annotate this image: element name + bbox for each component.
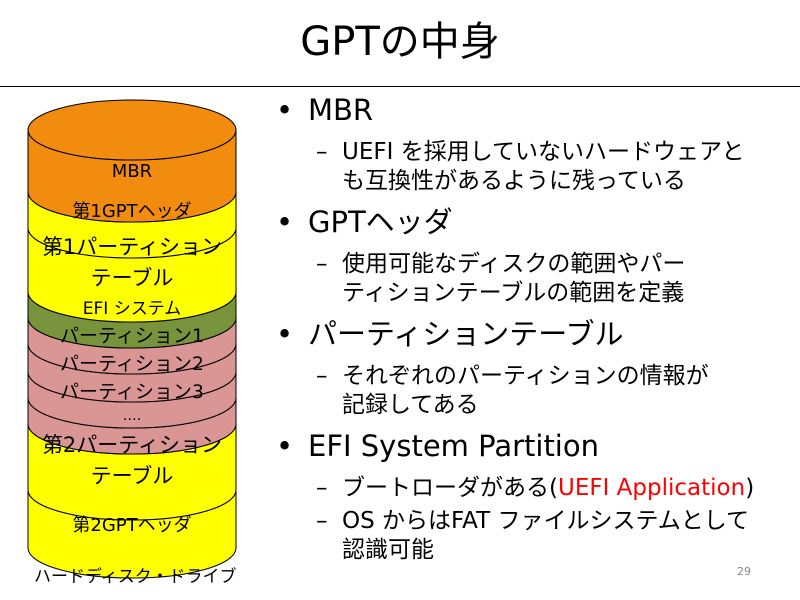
disk-segment-label: EFI システム xyxy=(82,299,182,319)
disk-segment-label: 第1パーティションテーブル xyxy=(41,235,223,290)
sub-bullet: –ブートローダがある(UEFI Application) xyxy=(272,474,792,503)
bullet-heading: GPTヘッダ xyxy=(272,204,792,240)
disk-top-cap xyxy=(27,99,237,161)
sub-bullet-line: 記録してある xyxy=(342,392,479,418)
sub-bullet-line: OS からはFAT ファイルシステムとして xyxy=(342,508,750,534)
sub-bullet-line: ブートローダがある(UEFI Application) xyxy=(342,475,755,501)
title-divider xyxy=(0,86,800,87)
sub-bullet: –使用可能なディスクの範囲やパーティションテーブルの範囲を定義 xyxy=(272,250,792,308)
hard-disk-diagram xyxy=(27,99,237,579)
highlight-text: UEFI Application xyxy=(557,475,746,501)
bullet-heading: パーティションテーブル xyxy=(272,316,792,352)
sub-bullet-line: も互換性があるように残っている xyxy=(342,168,686,194)
sub-bullet-line: ティションテーブルの範囲を定義 xyxy=(342,280,685,306)
sub-bullet-line: 使用可能なディスクの範囲やパー xyxy=(342,251,686,277)
page-number: 29 xyxy=(737,565,751,578)
disk-segment-label: パーティション2 xyxy=(60,353,204,375)
disk-segment-label: 第2GPTヘッダ xyxy=(72,515,192,536)
disk-segment-label: パーティション1 xyxy=(60,325,204,347)
sub-bullet-line: 認識可能 xyxy=(342,537,434,563)
sub-bullet: –それぞれのパーティションの情報が記録してある xyxy=(272,362,792,420)
disk-segment-label: MBR xyxy=(111,161,153,182)
disk-segment-label: 第1GPTヘッダ xyxy=(72,201,192,222)
sub-bullet-line: それぞれのパーティションの情報が xyxy=(342,363,709,389)
sub-bullet: –UEFI を採用していないハードウェアとも互換性があるように残っている xyxy=(272,138,792,196)
bullet-heading: EFI System Partition xyxy=(272,428,792,464)
bullet-heading: MBR xyxy=(272,92,792,128)
disk-segment-label: パーティション3 xyxy=(60,381,204,403)
disk-segment-label: 第2パーティションテーブル xyxy=(41,433,223,488)
disk-segment-label: …. xyxy=(122,408,142,424)
disk-caption: ハードディスク・ドライブ xyxy=(34,567,237,587)
sub-bullet: –OS からはFAT ファイルシステムとして認識可能 xyxy=(272,507,792,565)
slide-title: GPTの中身 xyxy=(300,19,500,65)
sub-bullet-line: UEFI を採用していないハードウェアと xyxy=(342,139,745,165)
